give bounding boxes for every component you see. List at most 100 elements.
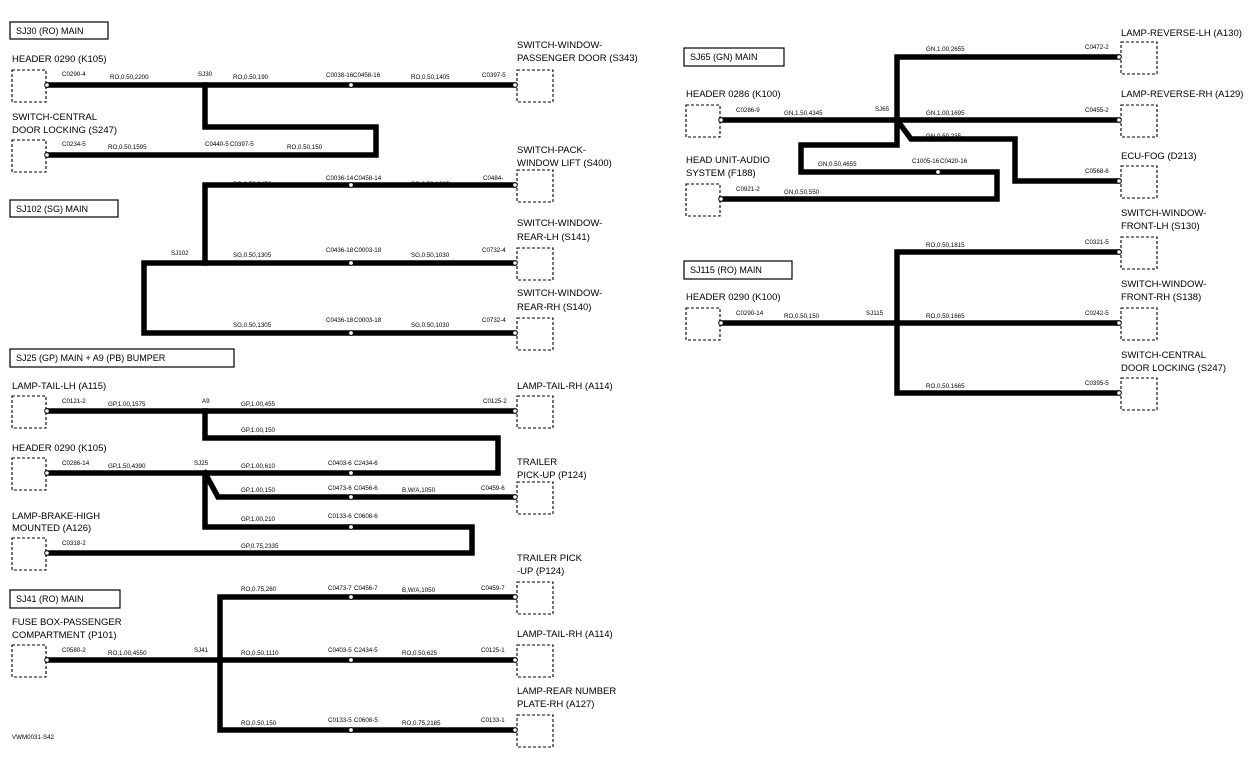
- wire-label: C0290-14: [736, 310, 764, 317]
- wire-label: C0732-4: [482, 247, 506, 254]
- component-label: -UP (P124): [517, 566, 564, 577]
- wire-label: SG,0.50,1635: [411, 181, 450, 188]
- wire-label: RO,0.75,2185: [402, 720, 441, 727]
- component-label: HEADER 0286 (K100): [686, 89, 781, 100]
- wire-label: C0242-5: [1085, 310, 1109, 317]
- connector-c0290-4: [11, 69, 50, 103]
- component-label: SWITCH-WINDOW-: [517, 288, 602, 299]
- wire-label: RO,0.50,150: [241, 720, 277, 727]
- wire-label: C0608-5: [354, 717, 378, 724]
- connector-c0242-5: [1116, 307, 1158, 341]
- wire-label: C0472-2: [1085, 44, 1109, 51]
- wire-label: C2434-6: [354, 460, 378, 467]
- section-title-sj115: SJ115 (RO) MAIN: [683, 260, 793, 280]
- component-label: SYSTEM (F188): [686, 168, 756, 179]
- wire-label: GP,1.00,210: [241, 516, 276, 523]
- wire-label: RO,1.00,4550: [108, 650, 147, 657]
- wire-label: C0290-4: [62, 71, 86, 78]
- wire-label: GP,0.75,2335: [241, 543, 279, 550]
- wire-label: C0403-5: [328, 647, 352, 654]
- wire-label: SG,0.50,1030: [411, 322, 450, 329]
- wire-label: C0397-5: [482, 72, 506, 79]
- wire-label: RO,0.50,1815: [926, 242, 965, 249]
- wire-label: RO,0.50,2200: [110, 74, 149, 81]
- component-label: LAMP-TAIL-RH (A114): [517, 629, 613, 640]
- wire-label: RO,0.50,190: [233, 74, 269, 81]
- component-label: HEADER 0290 (K105): [12, 54, 107, 65]
- wire-label: RO,0.50,1665: [926, 313, 965, 320]
- inline-connectors: [348, 82, 941, 733]
- wire-label: C0473-6: [328, 485, 352, 492]
- wire-label: C0286-14: [62, 460, 90, 467]
- connector-c0732-4-lh: [512, 247, 554, 281]
- wire-label: B,W/A,1050: [402, 487, 436, 494]
- wire-label: C0003-18: [354, 317, 382, 324]
- wire-label: SG,0.50,1305: [233, 322, 272, 329]
- component-label: FRONT-LH (S130): [1121, 221, 1200, 232]
- component-label: PICK-UP (P124): [517, 470, 587, 481]
- wire-label: C0580-2: [62, 647, 86, 654]
- connector-c0732-4-rh: [512, 317, 554, 351]
- wire-label: RO,0.50,1595: [108, 144, 147, 151]
- wire-label: C0125-1: [481, 647, 505, 654]
- wire-label: C0608-6: [354, 513, 378, 520]
- component-label: PLATE-RH (A127): [517, 699, 594, 710]
- wire-label: GP,1.00,610: [241, 463, 276, 470]
- wire-label: C0133-1: [481, 717, 505, 724]
- component-label: SWITCH-PACK-: [517, 145, 586, 156]
- wire-label: RO,0.75,260: [241, 586, 277, 593]
- svg-text:SJ30 (RO) MAIN: SJ30 (RO) MAIN: [16, 26, 84, 36]
- wire-label: RO,0.50,150: [287, 144, 323, 151]
- wire-label: GP,1.00,150: [241, 487, 276, 494]
- component-label: DOOR LOCKING (S247): [1121, 363, 1226, 374]
- section-title-sj65: SJ65 (GN) MAIN: [683, 47, 785, 67]
- connector-c0395-5: [1116, 377, 1158, 411]
- wire-label: SG,0.50,1305: [233, 252, 272, 259]
- wire-label: C0420-16: [940, 158, 968, 165]
- connector-c0125-1: [512, 644, 554, 678]
- component-label: SWITCH-WINDOW-: [517, 218, 602, 229]
- wire-label: C0395-5: [1085, 380, 1109, 387]
- wire-label: RO,0.50,625: [402, 650, 438, 657]
- component-label: TRAILER: [517, 457, 557, 468]
- svg-text:SJ115 (RO) MAIN: SJ115 (RO) MAIN: [690, 265, 762, 275]
- wire-label: C0440-5: [205, 141, 229, 148]
- wire-label: C0234-5: [62, 141, 86, 148]
- splice-label: SJ25: [194, 460, 209, 467]
- wire-label: C0125-2: [483, 398, 507, 405]
- wire-label: C0003-18: [354, 247, 382, 254]
- svg-text:SJ102 (SG) MAIN: SJ102 (SG) MAIN: [16, 204, 88, 214]
- component-label: LAMP-TAIL-LH (A115): [12, 381, 106, 392]
- component-label: WINDOW LIFT (S400): [517, 158, 612, 169]
- component-label: REAR-RH (S140): [517, 302, 591, 313]
- connector-c0568-6: [1116, 165, 1158, 199]
- wire-label: C0456-6: [354, 485, 378, 492]
- splice-label: SJ41: [194, 647, 209, 654]
- connector-c0234-5: [11, 139, 50, 173]
- component-label: HEADER 0290 (K100): [686, 292, 781, 303]
- component-label: LAMP-REAR NUMBER: [517, 686, 616, 697]
- connector-c0459-6: [512, 481, 554, 515]
- connector-c0318-2: [11, 537, 50, 571]
- wire-label: SG,0.50,2450: [233, 181, 272, 188]
- connector-c0286-9: [685, 104, 724, 138]
- component-label: LAMP-REVERSE-LH (A130): [1121, 28, 1242, 39]
- wire-label: RO,0.50,1110: [241, 650, 279, 657]
- wire-label: RO,0.50,1665: [926, 383, 965, 390]
- connector-c0286-14: [11, 457, 50, 491]
- component-label: MOUNTED (A126): [12, 523, 91, 534]
- splice-label: SJ115: [866, 310, 884, 317]
- section-title-sj25: SJ25 (GP) MAIN + A9 (PB) BUMPER: [9, 348, 235, 368]
- wire-label: GP,1.00,1575: [108, 401, 146, 408]
- wire-label: GN,0.50,235: [926, 133, 962, 140]
- wire-label: B,W/A,1050: [402, 587, 436, 594]
- wire-label: C0458-16: [353, 72, 381, 79]
- connector-c0455-2: [1116, 104, 1158, 138]
- component-label: PASSENGER DOOR (S343): [517, 53, 638, 64]
- wire-label: C0036-14: [326, 175, 354, 182]
- wire-label: GN,0.50,4655: [818, 161, 857, 168]
- svg-text:SJ25 (GP) MAIN + A9 (PB) BUMPE: SJ25 (GP) MAIN + A9 (PB) BUMPER: [16, 353, 166, 363]
- connector-c0921-2: [685, 183, 724, 217]
- component-label: SWITCH-WINDOW-: [1121, 279, 1206, 290]
